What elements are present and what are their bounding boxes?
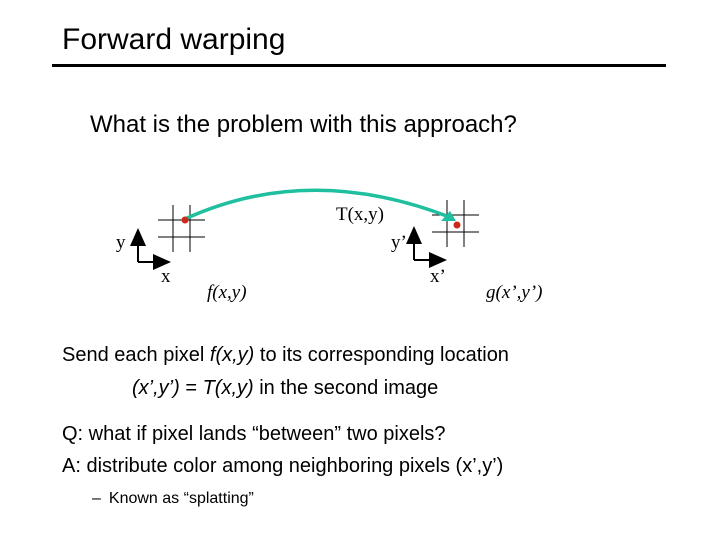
sub-bullet-text: Known as “splatting” <box>108 490 254 507</box>
line1-f: f <box>209 344 216 366</box>
transform-arc <box>184 188 453 221</box>
source-axes <box>130 228 171 270</box>
line1-prefix: Send each pixel <box>62 344 210 366</box>
question-line: Q: what if pixel lands “between” two pix… <box>62 423 446 445</box>
line2-T: T <box>202 377 215 399</box>
transform-arrowhead <box>441 211 456 221</box>
line1-suffix: to its corresponding location <box>254 344 509 366</box>
transform-label: T(x,y) <box>336 204 384 225</box>
sub-bullet-dash: – <box>92 490 101 507</box>
line1-xy: (x,y) <box>215 344 255 366</box>
line2-Txy: (x,y) <box>214 377 254 399</box>
source-image-label: f(x,y) <box>207 282 247 303</box>
target-axes <box>406 226 447 268</box>
source-axis-y-label: y <box>116 232 126 253</box>
slide-title: Forward warping <box>62 23 286 56</box>
description-line-1: Send each pixel f(x,y) to its correspond… <box>62 342 509 368</box>
line2-xy: (x’,y’) <box>132 377 180 399</box>
target-axis-x-label: x’ <box>430 266 446 287</box>
question-text: What is the problem with this approach? <box>90 111 517 138</box>
description-line-2: (x’,y’) = T(x,y) in the second image <box>132 375 438 401</box>
sub-bullet: –Known as “splatting” <box>92 489 254 509</box>
line2-suffix: in the second image <box>253 377 439 399</box>
target-image-label: g(x’,y’) <box>486 282 542 303</box>
target-axis-y-label: y’ <box>391 232 407 253</box>
source-axis-x-label: x <box>161 266 171 287</box>
line2-equals: = <box>179 377 203 399</box>
source-pixel-point <box>181 216 189 224</box>
title-underline <box>52 64 666 67</box>
answer-line: A: distribute color among neighboring pi… <box>62 455 504 477</box>
target-pixel-point <box>453 221 461 229</box>
